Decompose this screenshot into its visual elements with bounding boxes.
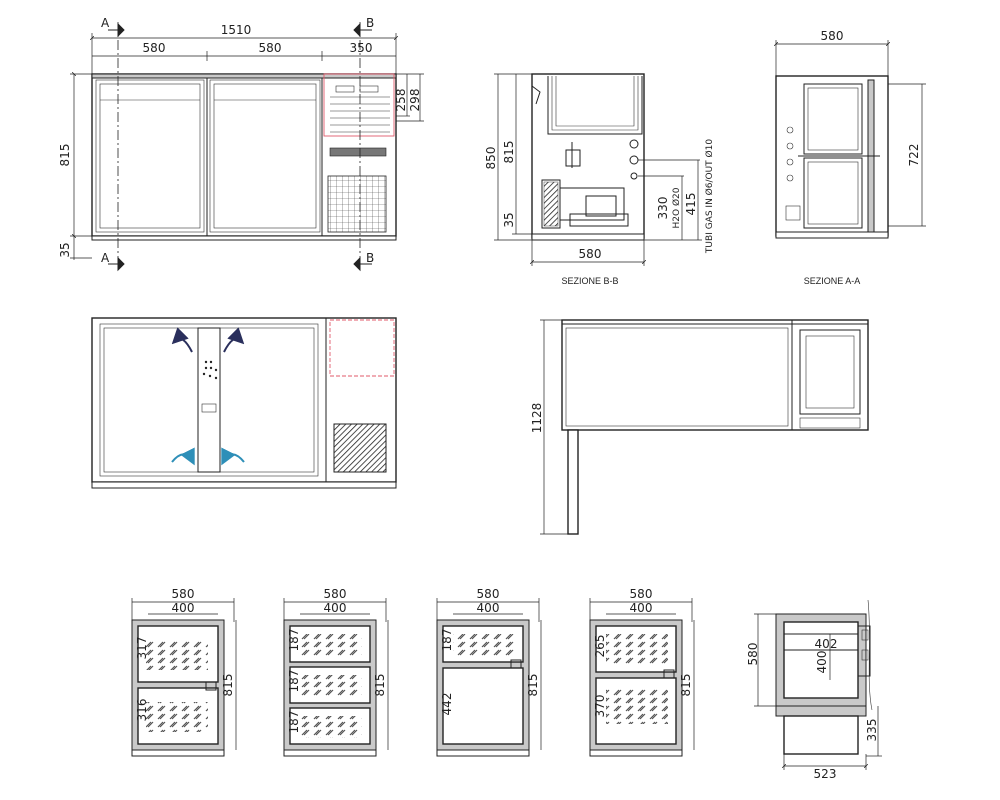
dim-bb-total-height: 850 <box>484 147 498 170</box>
dc1-label-2: 316 <box>135 699 149 722</box>
dc4-label-2: 370 <box>593 695 607 718</box>
title-section-bb: SEZIONE B-B <box>561 276 618 286</box>
dc2-label-3: 187 <box>287 711 301 734</box>
dim-height: 815 <box>58 144 72 167</box>
dim-aa-height: 722 <box>907 144 921 167</box>
section-bb-view: 850 815 35 580 330 415 H2O Ø20 TUBI GAS … <box>484 73 715 286</box>
dc3-inner: 400 <box>477 601 500 615</box>
dd-w523: 523 <box>814 767 837 781</box>
dim-top-depth: 1128 <box>530 403 544 434</box>
dd-height: 580 <box>746 643 760 666</box>
front-view: 1510 580 580 350 <box>58 16 424 272</box>
dd-h400: 400 <box>815 651 829 674</box>
dim-total-width: 1510 <box>221 23 252 37</box>
dc2-inner: 400 <box>324 601 347 615</box>
dc1-inner: 400 <box>172 601 195 615</box>
dim-door-right: 580 <box>259 41 282 55</box>
dc2-outer: 580 <box>324 587 347 601</box>
dc1-height: 815 <box>221 674 235 697</box>
dc4-label-1: 265 <box>593 635 607 658</box>
section-b-bottom: B <box>366 251 374 265</box>
section-a-top: A <box>101 16 110 30</box>
label-water: H2O Ø20 <box>671 187 682 228</box>
dc3-label-1: 187 <box>440 629 454 652</box>
dim-aa-width: 580 <box>821 29 844 43</box>
label-gas: TUBI GAS IN Ø6/OUT Ø10 <box>704 139 715 254</box>
drawer-config-4: 580 400 265 370 815 <box>589 587 695 757</box>
dim-door-left: 580 <box>143 41 166 55</box>
drawer-configs: 580 400 317 316 815 580 400 <box>131 587 695 757</box>
dc4-outer: 580 <box>630 587 653 601</box>
dim-bb-body: 815 <box>502 141 516 164</box>
dd-w402: 402 <box>815 637 838 651</box>
dim-bb-330: 330 <box>656 197 670 220</box>
dim-bb-depth: 580 <box>579 247 602 261</box>
dc1-outer: 580 <box>172 587 195 601</box>
dim-foot: 35 <box>58 242 72 257</box>
title-section-aa: SEZIONE A-A <box>804 276 861 286</box>
dim-bb-415: 415 <box>684 193 698 216</box>
dc3-outer: 580 <box>477 587 500 601</box>
rear-view <box>91 317 397 489</box>
dc1-label-1: 317 <box>135 637 149 660</box>
dim-drawer-258: 258 <box>394 89 408 112</box>
dc2-height: 815 <box>373 674 387 697</box>
dim-drawer-298: 298 <box>408 89 422 112</box>
dc2-label-1: 187 <box>287 629 301 652</box>
section-aa-view: 580 722 SEZIONE A-A <box>776 29 926 286</box>
dc4-height: 815 <box>679 674 693 697</box>
drawer-config-2: 580 400 187 187 187 815 <box>283 587 389 757</box>
dc4-inner: 400 <box>630 601 653 615</box>
drawer-detail: 580 402 400 335 523 <box>746 599 882 781</box>
door-left <box>95 79 205 233</box>
dc3-height: 815 <box>526 674 540 697</box>
dim-compartment: 350 <box>350 41 373 55</box>
top-view: 1128 <box>530 319 869 535</box>
vent-grille <box>327 175 387 233</box>
drawer-config-3: 580 400 187 442 815 <box>436 587 542 757</box>
door-right <box>209 79 321 233</box>
drawer-config-1: 580 400 317 316 815 <box>131 587 237 757</box>
dc2-label-2: 187 <box>287 670 301 693</box>
dd-h335: 335 <box>865 719 879 742</box>
dim-bb-foot: 35 <box>502 212 516 227</box>
section-b-top: B <box>366 16 374 30</box>
dc3-label-2: 442 <box>440 693 454 716</box>
section-a-bottom: A <box>101 251 110 265</box>
